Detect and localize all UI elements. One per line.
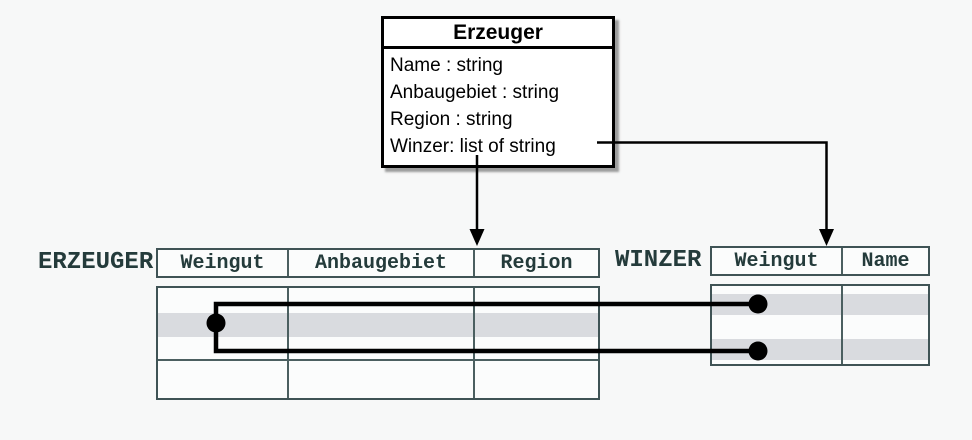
class-attribute-region: Region : string — [390, 109, 513, 130]
class-attribute-name: Name : string — [390, 55, 503, 76]
column-divider — [287, 250, 289, 276]
column-header-weingut: Weingut — [734, 249, 819, 273]
class-attribute-list: Name : string Anbaugebiet : string Regio… — [384, 49, 612, 165]
row-highlight-winzer-1 — [712, 294, 928, 315]
row-highlight-erzeuger — [158, 313, 598, 337]
column-divider — [287, 288, 289, 398]
column-header-weingut: Weingut — [180, 251, 265, 275]
table-body-erzeuger — [156, 286, 600, 400]
column-header-region: Region — [500, 251, 573, 275]
table-header-erzeuger: Weingut Anbaugebiet Region — [156, 248, 600, 278]
column-header-name: Name — [861, 249, 910, 273]
column-header-anbaugebiet: Anbaugebiet — [314, 251, 448, 275]
arrow-winzer-attr-to-winzer-head-icon — [819, 229, 834, 246]
table-label-erzeuger: ERZEUGER — [38, 249, 154, 276]
column-divider — [473, 288, 475, 398]
class-attribute-winzer: Winzer: list of string — [390, 136, 556, 157]
column-divider — [841, 286, 843, 364]
arrow-winzer-attr-to-winzer-line — [597, 141, 828, 230]
class-box-erzeuger: Erzeuger Name : string Anbaugebiet : str… — [381, 16, 615, 168]
table-header-winzer: Weingut Name — [710, 246, 930, 276]
arrow-class-to-erzeuger-head-icon — [469, 229, 485, 246]
table-label-winzer: WINZER — [615, 247, 702, 274]
row-divider — [158, 359, 598, 361]
class-title: Erzeuger — [384, 19, 612, 49]
class-attribute-anbaugebiet: Anbaugebiet : string — [390, 82, 560, 103]
column-divider — [841, 248, 843, 274]
row-highlight-winzer-2 — [712, 339, 928, 360]
table-body-winzer — [710, 284, 930, 366]
column-divider — [473, 250, 475, 276]
